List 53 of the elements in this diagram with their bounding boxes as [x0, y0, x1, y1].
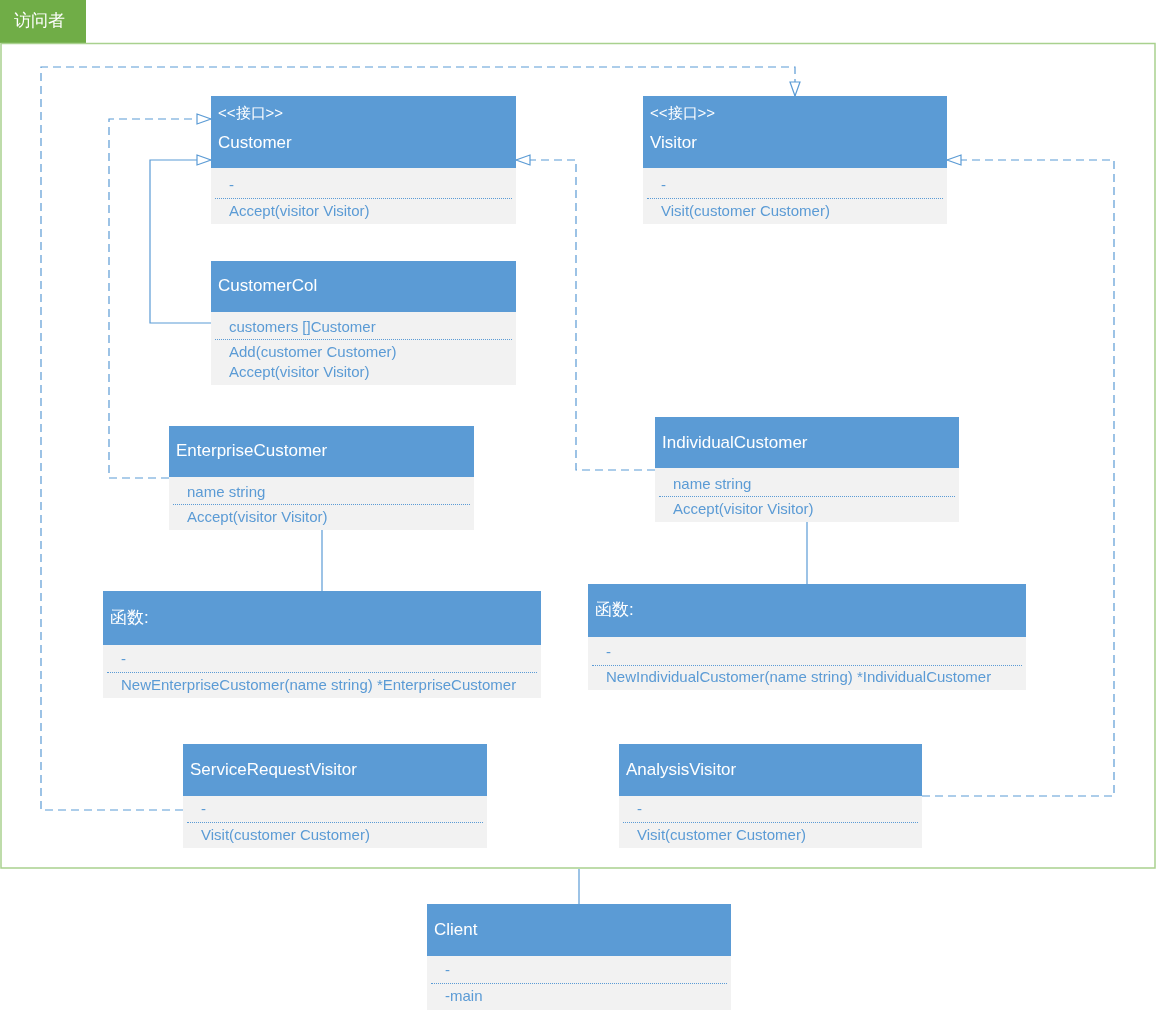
attribute-text: -	[606, 642, 611, 662]
attribute-text: -	[201, 799, 206, 819]
class-box	[619, 744, 922, 848]
dashed-arrow	[40, 66, 801, 811]
dashed-arrow	[515, 154, 656, 471]
arrow	[149, 154, 212, 324]
method-text: Visit(customer Customer)	[661, 201, 830, 221]
method-text: Accept(visitor Visitor)	[673, 499, 814, 519]
stereotype-label: <<接口>>	[650, 103, 716, 123]
attribute-text: customers []Customer	[229, 317, 376, 337]
class-box	[103, 591, 541, 698]
section-heading: 函数:	[110, 608, 149, 628]
dashed-arrow	[921, 154, 1115, 797]
dashed-arrow	[108, 113, 212, 479]
method-text: Accept(visitor Visitor)	[229, 362, 370, 382]
class-box	[211, 96, 516, 224]
class-name: Customer	[218, 133, 292, 153]
class-box	[183, 744, 487, 848]
attribute-text: name string	[187, 482, 266, 502]
attribute-text: -	[445, 960, 450, 980]
class-box	[427, 904, 731, 1010]
class-name: AnalysisVisitor	[626, 760, 737, 780]
method-text: NewEnterpriseCustomer(name string) *EnterpriseCustomer	[121, 675, 517, 695]
method-text: Accept(visitor Visitor)	[187, 507, 328, 527]
stereotype-label: <<接口>>	[218, 103, 284, 123]
class-box	[655, 417, 959, 522]
class-name: Client	[434, 920, 478, 940]
package-label: 访问者	[14, 11, 65, 31]
method-text: NewIndividualCustomer(name string) *IndividualCustomer	[606, 667, 992, 687]
attribute-text: -	[121, 649, 126, 669]
method-text: Add(customer Customer)	[229, 342, 397, 362]
class-name: IndividualCustomer	[662, 433, 808, 453]
connector-line	[321, 529, 323, 592]
connector-line	[578, 868, 580, 905]
method-text: Visit(customer Customer)	[637, 825, 806, 845]
method-text: Accept(visitor Visitor)	[229, 201, 370, 221]
class-box	[588, 584, 1026, 690]
attribute-text: -	[229, 175, 234, 195]
attribute-text: name string	[673, 474, 752, 494]
class-name: ServiceRequestVisitor	[190, 760, 357, 780]
class-name: Visitor	[650, 133, 697, 153]
class-box	[211, 261, 516, 385]
class-box	[643, 96, 947, 224]
section-heading: 函数:	[595, 600, 634, 620]
class-name: EnterpriseCustomer	[176, 441, 328, 461]
attribute-text: -	[637, 799, 642, 819]
method-text: -main	[445, 986, 483, 1006]
method-text: Visit(customer Customer)	[201, 825, 370, 845]
class-name: CustomerCol	[218, 276, 318, 296]
package-frame	[0, 0, 1156, 869]
attribute-text: -	[661, 175, 666, 195]
class-box	[169, 426, 474, 530]
connector-line	[806, 521, 808, 585]
